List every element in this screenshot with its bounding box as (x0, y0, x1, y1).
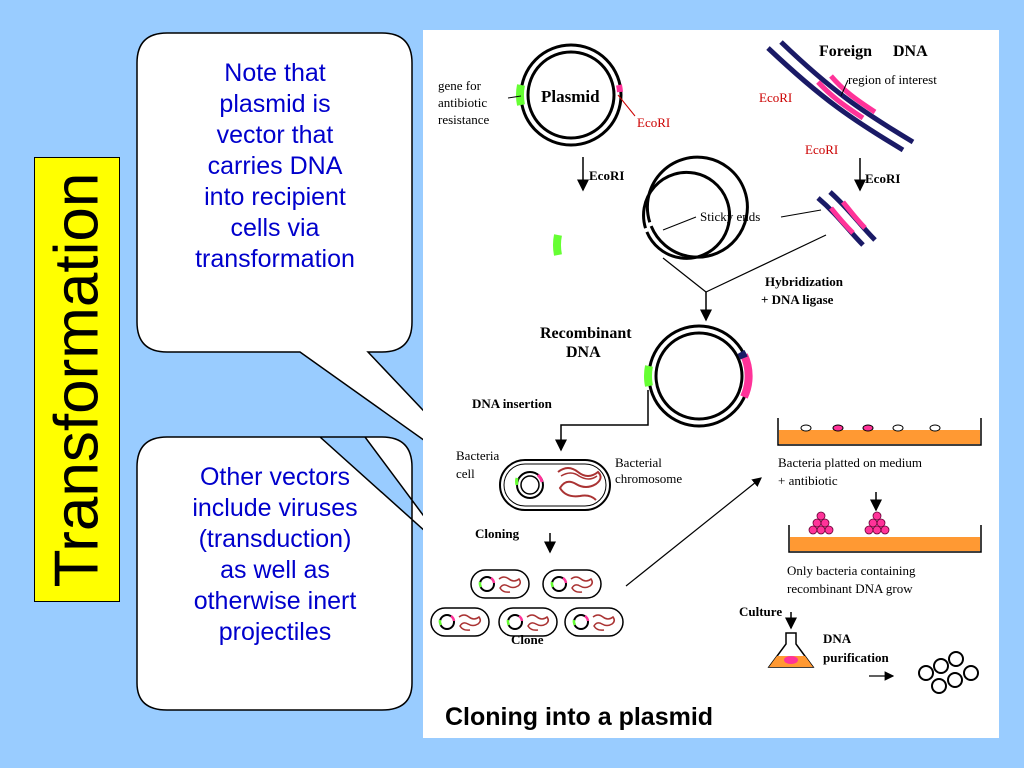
agar-plate-2 (788, 511, 982, 553)
arrow-ecori-label-right: EcoRI (865, 171, 900, 186)
dna-label: DNA (893, 43, 928, 60)
region-label: region of interest (848, 72, 937, 87)
plated-label-2: + antibiotic (778, 473, 838, 488)
callout-line: vector that (216, 121, 334, 149)
clone-label: Clone (511, 632, 544, 647)
clones (430, 569, 624, 637)
gene-label: gene for antibiotic resistance (438, 78, 489, 127)
gene-label-line: resistance (438, 112, 489, 127)
hybridization-label: Hybridization (765, 274, 844, 289)
callout-2-text: Other vectors include viruses (transduct… (150, 462, 400, 648)
ligase-label: + DNA ligase (761, 292, 834, 307)
callout-bubble-2 (136, 436, 456, 711)
purified-plasmids (918, 651, 979, 694)
foreign-ecori-label-bottom: EcoRI (805, 142, 838, 157)
cloning-diagram: Plasmid EcoRI gene for antibiotic resist… (430, 40, 982, 731)
callout-line: include viruses (192, 494, 358, 522)
callout-line: otherwise inert (193, 587, 357, 615)
only-label: Only bacteria containing (787, 563, 916, 578)
chromosome-label-2: chromosome (615, 471, 682, 486)
bacteria-label: Bacteria (456, 448, 500, 463)
callout-line: (transduction) (198, 525, 352, 553)
callout-line: Other vectors (199, 463, 351, 491)
diagram-panel: Plasmid EcoRI gene for antibiotic resist… (423, 30, 999, 738)
plated-label: Bacteria platted on medium (778, 455, 922, 470)
recombinant-dna-label: DNA (566, 344, 601, 361)
recombinant-plasmid (643, 324, 753, 428)
callout-1-text: Note that plasmid is vector that carries… (150, 58, 400, 275)
callout-line: projectiles (218, 618, 332, 646)
gene-label-line: gene for (438, 78, 482, 93)
callout-line: into recipient (204, 183, 346, 211)
arrow-ecori-label-left: EcoRI (589, 168, 624, 183)
purification-label-2: purification (823, 650, 889, 665)
callout-line: cells via (230, 214, 320, 242)
clone-cell (542, 569, 602, 599)
sticky-ends-label: Sticky ends (700, 209, 760, 224)
purification-label: DNA (823, 631, 852, 646)
insertion-label: DNA insertion (472, 396, 553, 411)
clone-cell (498, 607, 558, 637)
foreign-dna (766, 40, 915, 153)
culture-label: Culture (739, 604, 782, 619)
agar-plate-1 (777, 418, 982, 446)
callout-line: carries DNA (207, 152, 343, 180)
callout-line: transformation (195, 245, 355, 273)
plasmid-label: Plasmid (541, 87, 600, 106)
plasmid-ecori-label: EcoRI (637, 115, 670, 130)
cut-fragment (816, 190, 877, 247)
chromosome-label: Bacterial (615, 455, 662, 470)
foreign-label: Foreign (819, 43, 872, 60)
cell-label: cell (456, 466, 475, 481)
callout-line: plasmid is (219, 90, 331, 118)
clone-cell (430, 607, 490, 637)
foreign-ecori-label-top: EcoRI (759, 90, 792, 105)
diagram-caption: Cloning into a plasmid (445, 703, 713, 731)
title-box (34, 157, 120, 602)
cloning-label: Cloning (475, 526, 520, 541)
recombinant-label: Recombinant (540, 325, 632, 342)
clone-cell (564, 607, 624, 637)
callout-line: Note that (224, 59, 326, 87)
gene-label-line: antibiotic (438, 95, 487, 110)
culture-flask (767, 632, 815, 668)
bacteria-cell (499, 459, 611, 511)
clone-cell (470, 569, 530, 599)
plasmid (515, 43, 636, 147)
only-label-2: recombinant DNA grow (787, 581, 913, 596)
callout-line: as well as (220, 556, 330, 584)
cut-plasmid (552, 155, 749, 260)
